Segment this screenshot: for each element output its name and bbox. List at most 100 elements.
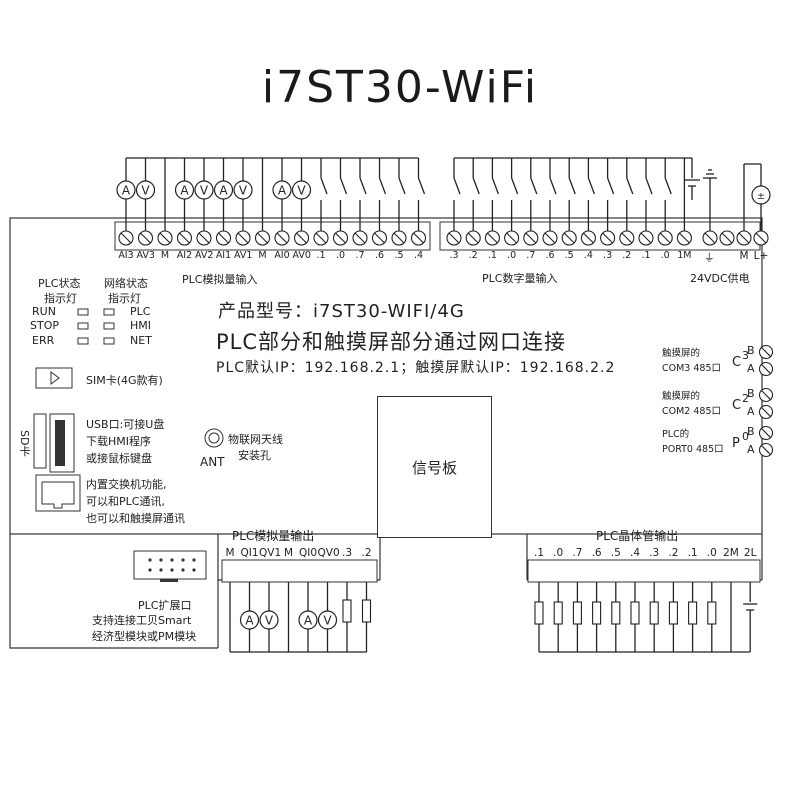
switch-contact: [530, 177, 538, 195]
do-load-resistor-6: [649, 601, 659, 625]
terminal-screw-power-2: [736, 230, 752, 246]
terminal-label-top-10: .1: [316, 250, 326, 261]
antenna-label-1: 物联网天线: [228, 433, 283, 446]
switch-contact: [359, 177, 367, 195]
switch-contact: [568, 177, 576, 195]
svg-text:V: V: [297, 184, 306, 198]
terminal-label-do-10: 2M: [723, 547, 739, 559]
digital-input-label: PLC数字量输入: [482, 272, 558, 285]
terminal-label-di-8: .3: [603, 250, 613, 261]
terminal-screw-di-2: [484, 230, 500, 246]
rs485-pin-a-2: A: [747, 443, 755, 456]
terminal-screw-top-5: [215, 230, 232, 246]
rs485-screw-a-1: [758, 404, 774, 420]
ao-voltmeter-icon-1: V: [317, 610, 338, 630]
expansion-port-icon: [133, 550, 207, 582]
switch-contact: [606, 177, 615, 195]
transistor-terminal-strip: [527, 559, 761, 583]
terminal-label-di-4: .7: [526, 250, 536, 261]
switch-contact: [587, 177, 596, 195]
terminal-label-ao-5: QV0: [317, 547, 340, 559]
terminal-screw-top-11: [332, 230, 349, 246]
terminal-screw-power-1: [719, 230, 735, 246]
terminal-label-ao-2: QV1: [259, 547, 282, 559]
power-label: 24VDC供电: [690, 272, 750, 285]
svg-text:V: V: [141, 184, 150, 198]
rs485-prefix-0: C: [732, 355, 742, 370]
switch-contact: [378, 177, 387, 195]
led-plc-label: PLC: [130, 305, 151, 318]
svg-text:V: V: [200, 184, 209, 198]
do-load-resistor-1: [553, 601, 563, 625]
rs485-label-0-line1: 触摸屏的: [662, 348, 701, 359]
terminal-label-top-1: AV3: [136, 250, 155, 261]
ethernet-port-icon: [35, 474, 81, 512]
rs485-pin-a-1: A: [747, 405, 755, 418]
rs485-label-1-line1: 触摸屏的: [662, 391, 701, 402]
voltmeter-icon-2: V: [233, 180, 253, 200]
terminal-screw-top-13: [371, 230, 388, 246]
led-run-label: RUN: [32, 305, 56, 318]
switch-contact: [453, 177, 461, 195]
terminal-label-ao-4: QI0: [298, 547, 318, 559]
do-load-resistor-4: [611, 601, 621, 625]
svg-text:A: A: [304, 614, 313, 628]
switch-contact: [664, 177, 672, 195]
led-err-label: ERR: [32, 334, 55, 347]
ao-load-resistor-1: [361, 599, 372, 623]
terminal-screw-top-6: [235, 230, 251, 246]
svg-text:A: A: [219, 184, 228, 198]
terminal-label-do-5: .4: [629, 547, 641, 559]
terminal-label-top-4: AV2: [195, 250, 214, 261]
terminal-label-ao-7: .2: [361, 547, 372, 559]
switch-contact: [398, 177, 406, 195]
terminal-label-top-3: AI2: [176, 250, 193, 261]
svg-text:±: ±: [757, 191, 765, 202]
terminal-label-top-8: AI0: [274, 250, 290, 261]
rs485-number-0: 3: [742, 349, 749, 362]
terminal-label-top-2: M: [160, 250, 170, 261]
usb-line-2: 下载HMI程序: [86, 435, 152, 448]
led-net-label: NET: [130, 334, 152, 347]
terminal-label-top-14: .5: [394, 250, 404, 261]
do-load-resistor-7: [668, 601, 678, 625]
ammeter-icon-2: A: [213, 180, 234, 200]
terminal-screw-di-11: [657, 230, 673, 246]
switch-contact: [320, 177, 328, 195]
expansion-line-3: 经济型模块或PM模块: [92, 630, 197, 643]
switch-contact: [417, 177, 426, 195]
ammeter-icon-1: A: [174, 180, 195, 200]
ammeter-icon-3: A: [272, 180, 292, 200]
terminal-screw-top-8: [274, 230, 290, 246]
terminal-label-top-11: .0: [335, 250, 346, 261]
voltmeter-icon-3: V: [291, 180, 312, 200]
signal-board: 信号板: [377, 396, 492, 538]
terminal-screw-top-10: [313, 230, 329, 246]
rs485-pin-a-0: A: [747, 362, 755, 375]
rs485-label-2-line1: PLC的: [662, 429, 690, 440]
terminal-screw-di-10: [638, 230, 654, 246]
terminal-label-top-9: AV0: [292, 250, 311, 261]
terminal-label-ao-3: M: [283, 547, 294, 559]
terminal-label-di-5: .6: [545, 250, 555, 261]
terminal-screw-di-3: [504, 230, 520, 246]
rs485-prefix-2: P: [732, 436, 740, 451]
expansion-line-2: 支持连接工贝Smart: [92, 614, 192, 627]
do-load-resistor-8: [688, 601, 698, 625]
rs485-label-0-line2: COM3 485口: [662, 363, 722, 374]
terminal-label-top-12: .7: [355, 250, 365, 261]
rs485-pin-b-1: B: [747, 387, 755, 400]
do-load-resistor-3: [592, 601, 602, 625]
ao-ammeter-icon-0: A: [239, 610, 260, 630]
switch-contact: [491, 177, 500, 195]
analog-output-label: PLC模拟量输出: [232, 529, 315, 543]
terminal-label-di-7: .4: [583, 250, 593, 261]
do-load-resistor-5: [630, 601, 640, 625]
terminal-screw-power-3: [753, 230, 769, 246]
terminal-label-do-6: .3: [649, 547, 660, 559]
rs485-pin-b-0: B: [747, 344, 755, 357]
switch-contact: [510, 177, 519, 195]
rs485-pin-b-2: B: [747, 425, 755, 438]
led-hmi-label: HMI: [130, 319, 152, 332]
